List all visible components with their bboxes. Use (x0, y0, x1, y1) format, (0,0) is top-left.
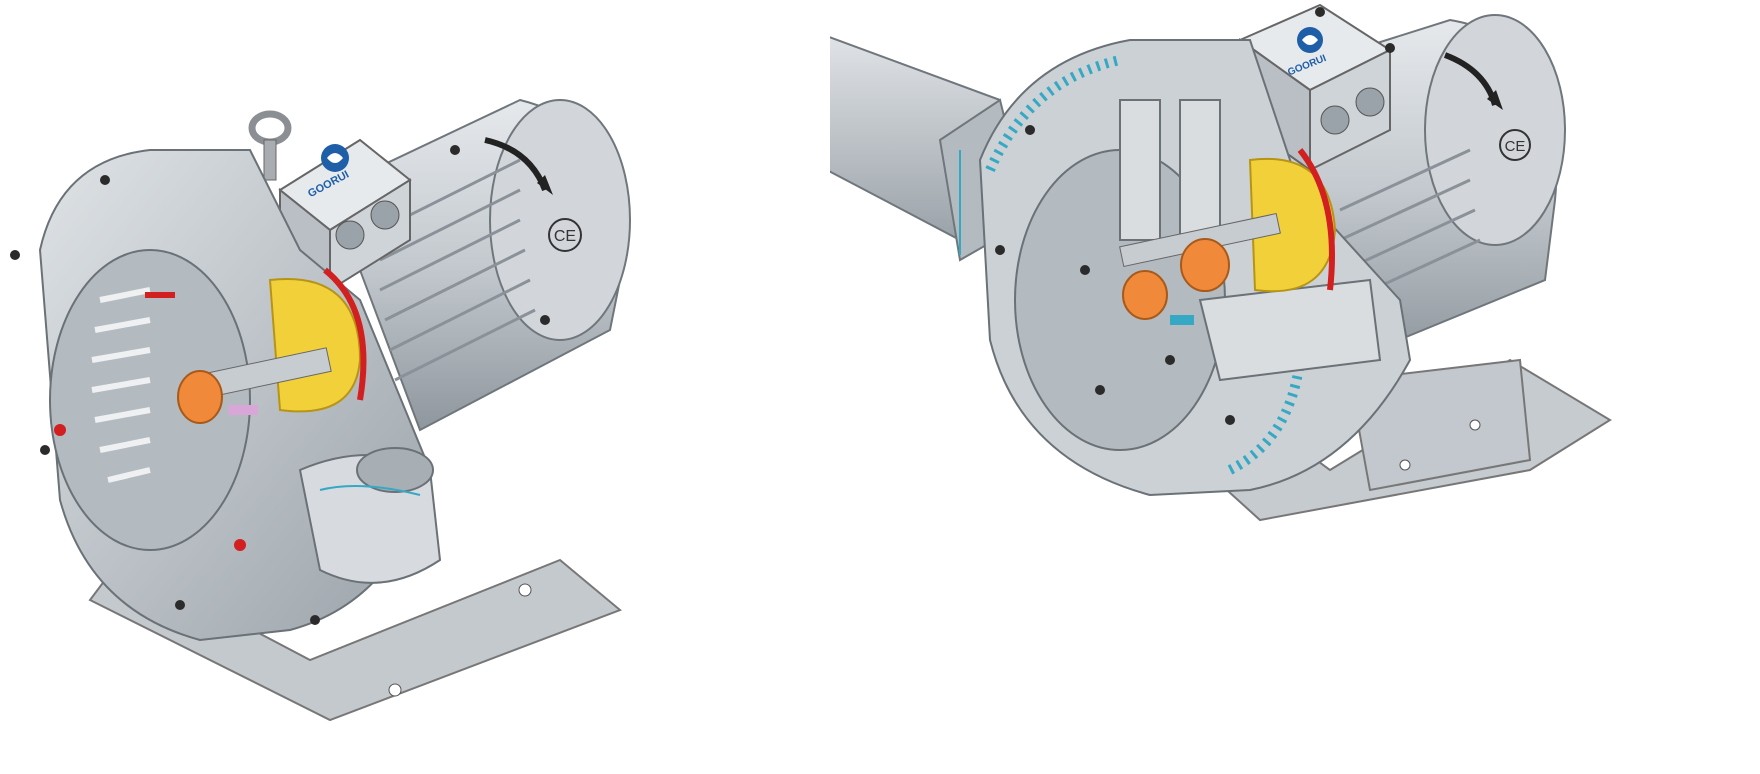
cable-gland (335, 220, 365, 250)
housing-bolts (995, 7, 1395, 425)
coupling (1180, 238, 1230, 292)
stator-seal (323, 267, 367, 401)
channel-rim (1227, 359, 1305, 475)
bearing-seal (228, 405, 258, 415)
coupling (177, 370, 223, 424)
mounting-hole (388, 683, 402, 697)
seal-accent (145, 292, 175, 298)
seal-accent (54, 424, 66, 436)
terminal-box: GOORUI (1237, 3, 1393, 172)
mounting-hole (1469, 419, 1481, 431)
channel-rim (985, 55, 1122, 173)
cable-gland (1355, 87, 1385, 117)
mounting-hole (1399, 459, 1411, 471)
two-stage-blower-figure: CE GOORUI (830, 0, 1760, 774)
seal-accent (234, 539, 246, 551)
ce-mark-icon: CE (1499, 129, 1531, 161)
two-stage-blower-illustration: CE GOORUI (830, 3, 1612, 522)
motor-end-cap (1424, 14, 1566, 246)
outlet-port (298, 447, 442, 584)
cable-gland (370, 200, 400, 230)
svg-text:CE: CE (1505, 138, 1526, 155)
impeller-blades (91, 287, 151, 483)
cable-gland (1320, 105, 1350, 135)
impeller-chamber (49, 249, 251, 551)
svg-text:CE: CE (554, 228, 576, 245)
motor-rotor (1248, 157, 1337, 293)
coupling (1122, 270, 1168, 320)
single-stage-blower-figure: CE GOORUI (0, 0, 760, 774)
rotor-assembly (1119, 148, 1337, 325)
stator-seal (1297, 148, 1335, 291)
rotor-assembly (177, 267, 367, 424)
ce-mark-icon: CE (548, 218, 582, 252)
terminal-box: GOORUI (278, 138, 412, 293)
housing-bolts (10, 145, 550, 625)
bearing-seal (1170, 315, 1194, 325)
mounting-hole (518, 583, 532, 597)
single-stage-blower-illustration: CE GOORUI (10, 98, 631, 722)
lifting-eye-bolt-icon (248, 110, 292, 181)
